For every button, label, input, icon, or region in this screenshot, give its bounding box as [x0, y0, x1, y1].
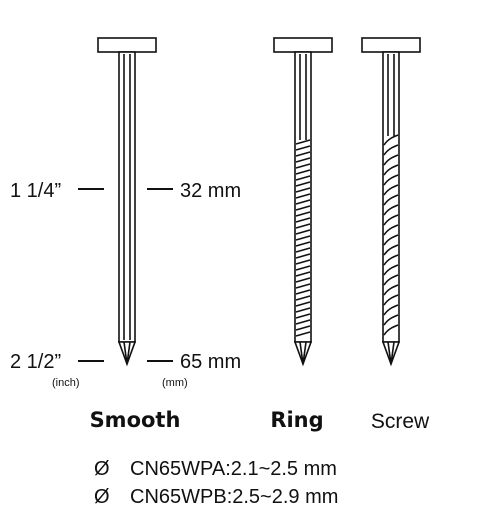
ring-nail — [273, 37, 333, 367]
screw-thread — [383, 194, 399, 206]
ring-groove — [295, 169, 311, 175]
ring-groove — [295, 175, 311, 181]
ring-groove — [295, 223, 311, 229]
ring-groove — [295, 259, 311, 265]
diameter-symbol-icon: Ø — [94, 458, 110, 480]
ring-label: Ring — [270, 408, 323, 432]
ring-groove — [295, 229, 311, 235]
screw-thread — [383, 314, 399, 326]
ring-groove — [295, 283, 311, 289]
ring-groove — [295, 163, 311, 169]
length-marker-long: 2 1/2” 65 mm (inch) (mm) — [10, 351, 241, 389]
ring-groove — [295, 217, 311, 223]
screw-thread — [383, 254, 399, 266]
ring-groove — [295, 319, 311, 325]
short-length-mm: 32 mm — [180, 180, 241, 202]
screw-thread — [383, 154, 399, 166]
screw-thread — [383, 294, 399, 306]
screw-thread — [383, 274, 399, 286]
long-length-mm: 65 mm — [180, 351, 241, 373]
screw-thread — [383, 304, 399, 316]
ring-groove — [295, 295, 311, 301]
ring-groove — [295, 157, 311, 163]
ring-groove — [295, 271, 311, 277]
ring-groove — [295, 253, 311, 259]
screw-thread — [383, 284, 399, 296]
ring-groove — [295, 193, 311, 199]
ring-groove — [295, 181, 311, 187]
screw-thread — [383, 164, 399, 176]
ring-groove — [295, 187, 311, 193]
ring-groove — [295, 277, 311, 283]
screw-thread — [383, 214, 399, 226]
ring-groove — [295, 151, 311, 157]
ring-groove — [295, 265, 311, 271]
ring-groove — [295, 241, 311, 247]
ring-groove — [295, 325, 311, 331]
inch-unit-label: (inch) — [52, 377, 80, 389]
spec-line-a: Ø CN65WPA:2.1~2.5 mm — [94, 458, 337, 480]
screw-nail — [361, 37, 421, 367]
screw-thread — [383, 264, 399, 276]
screw-thread — [383, 234, 399, 246]
short-length-inch: 1 1/4” — [10, 180, 61, 202]
ring-groove — [295, 289, 311, 295]
ring-groove — [295, 211, 311, 217]
screw-thread — [383, 184, 399, 196]
screw-thread — [383, 324, 399, 336]
ring-groove — [295, 331, 311, 337]
mm-unit-label: (mm) — [162, 377, 188, 389]
ring-groove — [295, 313, 311, 319]
screw-label: Screw — [371, 410, 430, 433]
ring-groove — [295, 307, 311, 313]
spec-text-b: CN65WPB:2.5~2.9 mm — [130, 486, 338, 508]
screw-thread — [383, 244, 399, 256]
screw-thread — [383, 224, 399, 236]
spec-line-b: Ø CN65WPB:2.5~2.9 mm — [94, 486, 338, 508]
ring-groove — [295, 247, 311, 253]
ring-groove — [295, 139, 311, 145]
spec-text-a: CN65WPA:2.1~2.5 mm — [130, 458, 337, 480]
screw-thread — [383, 144, 399, 156]
screw-thread — [383, 174, 399, 186]
smooth-label: Smooth — [90, 408, 181, 432]
ring-groove — [295, 199, 311, 205]
ring-groove — [295, 301, 311, 307]
ring-groove — [295, 205, 311, 211]
long-length-inch: 2 1/2” — [10, 351, 61, 373]
diameter-symbol-icon: Ø — [94, 486, 110, 508]
ring-groove — [295, 145, 311, 151]
ring-groove — [295, 235, 311, 241]
screw-thread — [383, 134, 399, 146]
screw-thread — [383, 204, 399, 216]
smooth-nail — [97, 37, 157, 367]
length-marker-short: 1 1/4” 32 mm — [10, 180, 241, 202]
